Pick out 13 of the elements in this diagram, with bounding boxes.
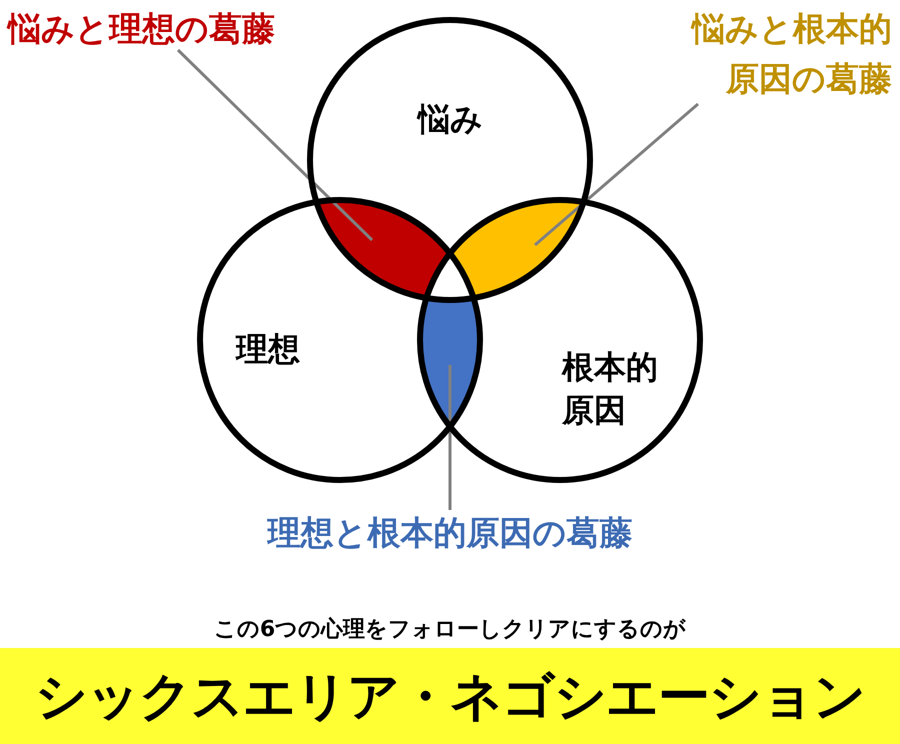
overlap-caption: 悩みと理想の葛藤 [8, 4, 348, 54]
overlap-caption: 悩みと根本的原因の葛藤 [680, 4, 892, 103]
region-label: 根本的原因 [562, 347, 659, 432]
circle-node [307, 17, 593, 303]
circle-node [417, 197, 703, 483]
overlap-caption: 理想と根本的原因の葛藤 [200, 508, 700, 558]
leader-line [176, 48, 374, 242]
circle-node [197, 197, 483, 483]
region-label: 理想 [236, 329, 301, 370]
banner-title: シックスエリア・ネゴシエーション [34, 666, 866, 729]
title-banner [0, 648, 900, 744]
region-label: 悩み [418, 99, 484, 140]
subtitle: この6つの心理をフォローしクリアにするのが [212, 616, 688, 644]
